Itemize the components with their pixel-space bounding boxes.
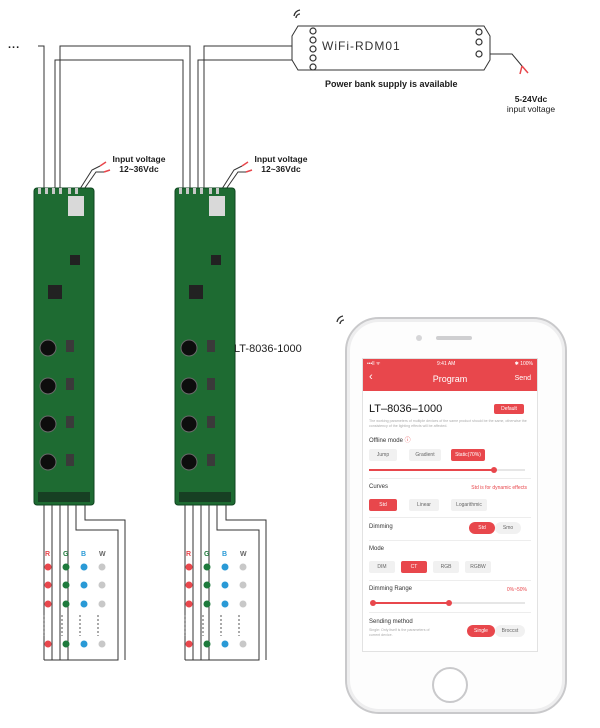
power-bank-note: Power bank supply is available [325, 79, 458, 89]
led-letter-r-1: R [45, 551, 51, 558]
mode-option-dim[interactable]: DIM [369, 561, 395, 573]
divider [369, 540, 531, 541]
range-slider-track[interactable] [370, 600, 525, 606]
led-array-2 [185, 563, 247, 648]
dimming-label: Dimming [369, 524, 393, 530]
earpiece-speaker [436, 336, 472, 340]
dimming-option-smo[interactable]: Smo [495, 522, 521, 534]
dmx-bus-wire-b [59, 45, 191, 190]
status-battery: ✱ 100% [514, 361, 533, 367]
divider [369, 478, 531, 479]
wifi-controller [291, 9, 491, 71]
offline-slider-knob[interactable] [490, 467, 497, 473]
dimming-range-value: 0%~50% [506, 587, 527, 593]
divider [369, 517, 531, 518]
sending-option-broadcast[interactable]: Broccst [495, 625, 525, 637]
mode-option-ct[interactable]: CT [401, 561, 427, 573]
mode-option-rgb[interactable]: RGB [433, 561, 459, 573]
offline-mode-label: Offline mode ⓘ [369, 438, 411, 444]
sending-option-single[interactable]: Single [467, 625, 495, 637]
range-slider-high-knob[interactable] [446, 600, 452, 606]
decoder-board-1 [33, 187, 95, 506]
power-wire-right-b [223, 171, 246, 193]
sending-method-label: Sending method [369, 619, 413, 625]
led-letter-b-1: B [81, 551, 87, 558]
wifi-signal-icon [293, 9, 301, 19]
offline-option-static[interactable]: Static(70%) [451, 449, 485, 461]
dmx-bus-wire-e [197, 59, 298, 190]
front-camera [416, 335, 422, 341]
range-slider-fill [373, 602, 449, 604]
led-letter-g-2: G [204, 551, 210, 558]
divider [369, 580, 531, 581]
send-button[interactable]: Send [514, 375, 531, 382]
curves-label: Curves [369, 484, 389, 490]
led-letter-r-2: R [186, 551, 192, 558]
parameter-note: The working parameters of multiple devic… [369, 419, 527, 428]
screen-title: Program [432, 374, 468, 384]
dimming-range-label: Dimming Range [369, 586, 413, 592]
decoder-model-label: LT-8036-1000 [234, 343, 302, 355]
app-header: •••ll ᯤ 9:41 AM ✱ 100% ‹ Program Send [363, 359, 537, 391]
divider [369, 612, 531, 613]
phone-wifi-icon [336, 315, 345, 325]
app-screen: •••ll ᯤ 9:41 AM ✱ 100% ‹ Program Send LT… [362, 358, 538, 652]
help-icon: ⓘ [404, 438, 411, 444]
device-title: LT–8036–1000 [369, 403, 443, 415]
curve-option-logarithmic[interactable]: Logarithmic [451, 499, 487, 511]
led-letter-b-2: B [222, 551, 228, 558]
home-button[interactable] [432, 667, 468, 703]
status-time: 9:41 AM [437, 361, 456, 367]
offline-slider-fill [369, 469, 494, 471]
mode-option-rgbw[interactable]: RGBW [465, 561, 491, 573]
power-wire-left-a [77, 165, 101, 193]
mode-label: Mode [369, 546, 385, 552]
controller-name: WiFi-RDM01 [322, 39, 401, 53]
led-letter-w-1: W [99, 551, 106, 558]
range-slider-low-knob[interactable] [370, 600, 376, 606]
default-button[interactable]: Default [494, 404, 524, 414]
controller-power-wire [484, 53, 523, 67]
sending-method-note: Single: Only itself is the parameters of… [369, 628, 430, 637]
dmx-bus-wire-a [38, 45, 45, 190]
decoder-board-2 [174, 187, 236, 506]
curve-option-std[interactable]: Std [369, 499, 397, 511]
curves-hint: Std is for dynamic effects [471, 485, 527, 491]
led-wiring-2 [184, 505, 267, 661]
offline-slider-track[interactable] [369, 467, 525, 473]
offline-option-gradient[interactable]: Gradient [409, 449, 441, 461]
dmx-bus-wire-c [203, 45, 298, 190]
power-wire-left-b [81, 171, 104, 193]
status-signal: •••ll ᯤ [367, 361, 381, 367]
dmx-bus-wire-d [54, 59, 184, 190]
led-array-1 [44, 563, 106, 648]
curve-option-linear[interactable]: Linear [409, 499, 439, 511]
power-wire-right-a [219, 165, 243, 193]
led-letter-g-1: G [63, 551, 69, 558]
dimming-option-std[interactable]: Std [469, 522, 495, 534]
back-icon[interactable]: ‹ [369, 371, 373, 383]
continuation-dots: ... [8, 39, 21, 51]
led-letter-w-2: W [240, 551, 247, 558]
offline-option-jump[interactable]: Jump [369, 449, 397, 461]
